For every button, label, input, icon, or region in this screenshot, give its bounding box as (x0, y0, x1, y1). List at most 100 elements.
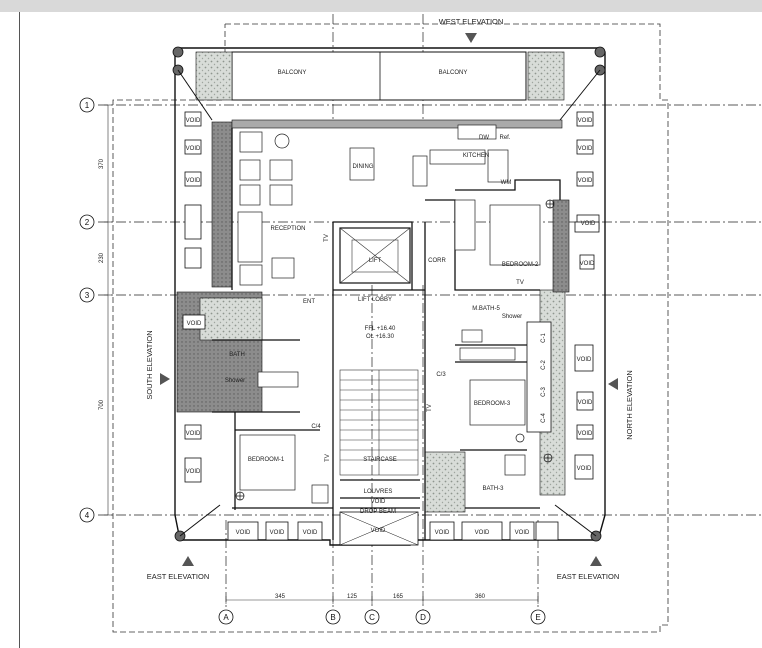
label-label: VOID (187, 321, 202, 327)
angled-walls (177, 69, 601, 537)
balcony-right-label: BALCONY (439, 70, 468, 76)
south-elevation-label: SOUTH ELEVATION (145, 330, 154, 399)
bedroom3-label: BEDROOM-3 (474, 401, 511, 407)
north-elevation-label: NORTH ELEVATION (625, 370, 634, 440)
drain-symbols (235, 199, 555, 501)
grid-row-markers: 1 2 3 4 (79, 97, 95, 523)
label-label: VOID (270, 530, 285, 536)
dining-label: DINING (353, 164, 374, 170)
stair-void-block (339, 511, 419, 546)
reception-label: RECEPTION (270, 226, 305, 232)
dim-165: 165 (393, 594, 404, 600)
c2-label: C-2 (541, 360, 547, 370)
label-label: VOID (578, 146, 593, 152)
label-label: VOID (578, 431, 593, 437)
title-bar (0, 0, 762, 12)
bottom-void-label: VOID (371, 528, 386, 534)
grid-col-d: D (420, 613, 426, 622)
void-panel-labels: VOID VOID VOID VOID VOID VOID VOID VOID … (186, 118, 596, 536)
east-elevation-right-arrow (590, 556, 602, 566)
shower-label: Shower (502, 314, 522, 320)
col-dimensions (225, 596, 539, 604)
dw-label: DW (479, 135, 489, 141)
label-label: VOID (475, 530, 490, 536)
stair-void-label: VOID (371, 499, 386, 505)
tv-2-label: TV (516, 280, 524, 286)
ent-label: ENT (303, 299, 315, 305)
label-label: VOID (186, 118, 201, 124)
tv-3-label: TV (427, 404, 433, 412)
shower-label: Shower (225, 378, 245, 384)
c4-label: C/4 (311, 424, 321, 430)
grid-col-markers: A B C D E (218, 609, 546, 625)
bedroom2-label: BEDROOM-2 (502, 262, 539, 268)
label-label: VOID (435, 530, 450, 536)
label-label: VOID (303, 530, 318, 536)
void-panels (182, 111, 600, 541)
bedroom1-label: BEDROOM-1 (248, 457, 285, 463)
dim-345: 345 (275, 594, 286, 600)
label-label: VOID (515, 530, 530, 536)
label-label: VOID (578, 400, 593, 406)
label-label: VOID (186, 178, 201, 184)
label-label: VOID (236, 530, 251, 536)
c3v-label: C-3 (541, 387, 547, 397)
south-elevation-arrow (160, 373, 170, 385)
grid-col-a: A (223, 613, 229, 622)
bath3-label: BATH-3 (483, 486, 505, 492)
bath-label: BATH (229, 352, 245, 358)
west-elevation-label: WEST ELEVATION (439, 17, 504, 26)
mbath-label: M.BATH-5 (472, 306, 500, 312)
label-label: VOID (577, 357, 592, 363)
dim-125: 125 (347, 594, 358, 600)
kitchen-label: KITCHEN (463, 153, 489, 159)
north-elevation-arrow (608, 378, 618, 390)
tv-4-label: TV (325, 454, 331, 462)
lift-lobby-label: LIFT LOBBY (358, 297, 392, 303)
c3-label: C/3 (436, 372, 446, 378)
label-label: VOID (580, 261, 595, 267)
grid-row-4: 4 (85, 511, 90, 520)
east-elevation-left-arrow (182, 556, 194, 566)
c1-label: C-1 (541, 333, 547, 343)
east-elevation-right-label: EAST ELEVATION (557, 572, 620, 581)
label-label: VOID (186, 469, 201, 475)
label-label: VOID (186, 431, 201, 437)
ref-label: Ref. (499, 135, 510, 141)
drop-beam-label: DROP BEAM (360, 509, 396, 515)
label-label: VOID (581, 221, 596, 227)
balcony-left-label: BALCONY (278, 70, 307, 76)
grid-row-2: 2 (85, 218, 90, 227)
tv-1-label: TV (324, 234, 330, 242)
furniture (237, 124, 541, 504)
grid-col-c: C (369, 613, 375, 622)
grid-col-e: E (535, 613, 540, 622)
label-label: VOID (186, 146, 201, 152)
balcony-area (195, 51, 565, 101)
label-label: VOID (578, 178, 593, 184)
dim-230: 230 (99, 252, 105, 263)
lift-label: LIFT (369, 258, 382, 264)
room-labels: DINING KITCHEN RECEPTION CORR BEDROOM-2 … (229, 153, 539, 492)
dim-370: 370 (99, 158, 105, 169)
grid-col-b: B (330, 613, 335, 622)
wm-label: WM (501, 180, 512, 186)
lift-shaft (339, 227, 411, 284)
label-label: VOID (578, 118, 593, 124)
dim-360: 360 (475, 594, 486, 600)
c4v-label: C-4 (541, 413, 547, 423)
row-dimensions (104, 104, 112, 516)
grid-row-1: 1 (85, 101, 90, 110)
west-elevation-arrow (465, 33, 477, 43)
corr-label: CORR (428, 258, 446, 264)
louvres-label: LOUVRES (364, 489, 393, 495)
east-elevation-left-label: EAST ELEVATION (147, 572, 210, 581)
label-label: VOID (577, 466, 592, 472)
grid-row-3: 3 (85, 291, 90, 300)
fixture-labels: DW Ref. WM TV TV TV TV C/3 C/4 FFL +16.4… (225, 135, 547, 462)
ol-label: OL +16.30 (366, 334, 395, 340)
staircase-label: STAIRCASE (363, 457, 397, 463)
ffl-label: FFL +16.40 (365, 326, 396, 332)
structural-walls (176, 119, 570, 513)
